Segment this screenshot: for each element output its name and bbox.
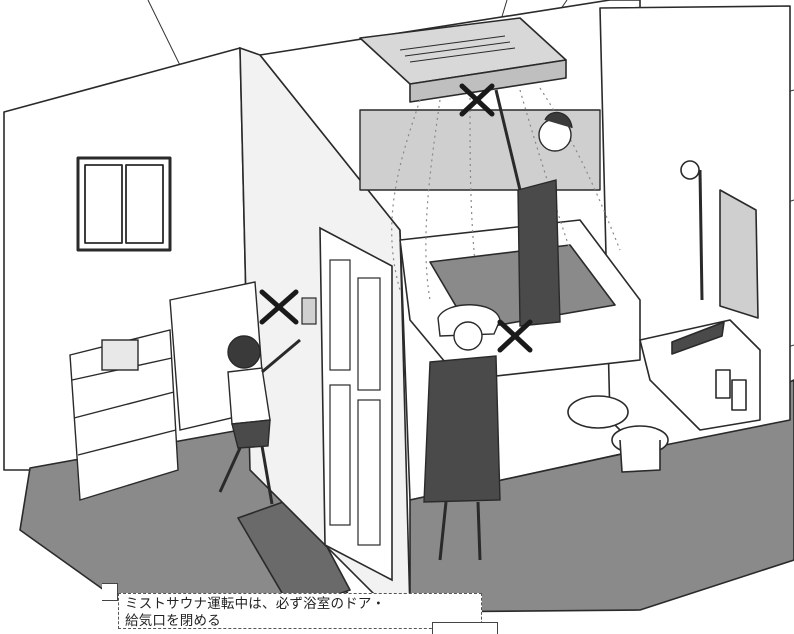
callout-line-2: 給気口を閉める [125, 613, 221, 629]
warning-callout: ミストサウナ運転中は、必ず浴室のドア・ 給気口を閉める [118, 593, 482, 629]
callout-tab-marker [102, 583, 118, 601]
x-mark-ceiling-unit [459, 83, 495, 117]
x-mark-wall-control [259, 289, 299, 325]
x-mark-floor [497, 319, 533, 353]
partition-wall [239, 46, 411, 613]
bottom-label-box [432, 622, 498, 634]
people [218, 89, 573, 561]
warning-x-marks [259, 83, 533, 353]
callout-line-1: ミストサウナ運転中は、必ず浴室のドア・ [125, 596, 386, 612]
